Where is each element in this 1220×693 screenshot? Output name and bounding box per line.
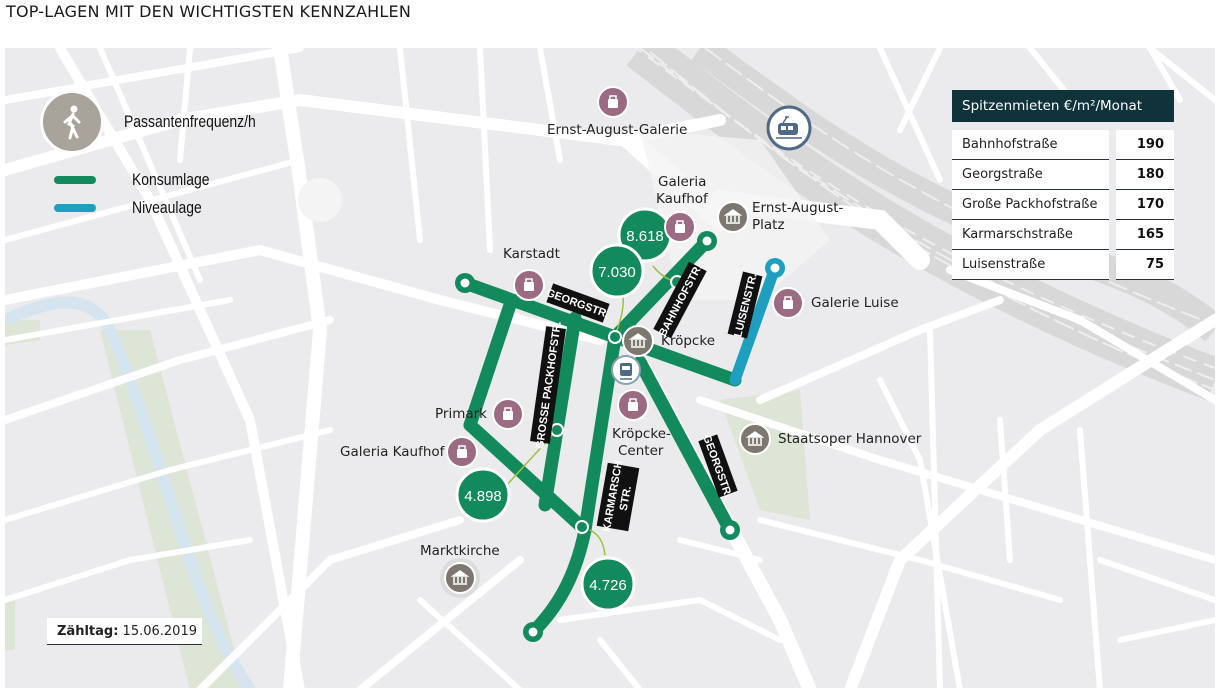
shopping-bag-icon <box>664 211 696 243</box>
rent-value: 165 <box>1116 220 1174 250</box>
poi-galerie-luise: Galerie Luise <box>811 295 899 311</box>
page-title: TOP-LAGEN MIT DEN WICHTIGSTEN KENNZAHLEN <box>6 2 412 21</box>
poi-ernst-august-platz-line1: Ernst-August- <box>752 200 844 216</box>
poi-staatsoper: Staatsoper Hannover <box>778 431 922 447</box>
pedestrian-icon <box>40 90 104 154</box>
line-endpoints <box>455 231 785 642</box>
konsumlage-swatch <box>54 176 96 184</box>
rent-table-header: Spitzenmieten €/m²/Monat <box>952 90 1174 122</box>
legend-konsumlage-label: Konsumlage <box>132 170 210 189</box>
prime-rent-table: Spitzenmieten €/m²/Monat Bahnhofstraße 1… <box>952 90 1174 280</box>
street-name: Karmarschstraße <box>952 220 1109 250</box>
frequency-value: 4.726 <box>589 577 627 594</box>
legend-pedestrian-label: Passantenfrequenz/h <box>124 112 256 131</box>
landmark-icons <box>440 201 771 598</box>
karmarschstrasse <box>526 330 622 639</box>
table-row: Georgstraße 180 <box>952 160 1174 190</box>
shop-icons <box>446 86 804 468</box>
shopping-bag-icon <box>772 287 804 319</box>
frequency-value: 7.030 <box>598 264 636 281</box>
poi-ernst-august-platz-line2: Platz <box>752 217 785 233</box>
church-icon <box>440 558 480 598</box>
shopping-bag-icon <box>446 436 478 468</box>
rent-value: 180 <box>1116 160 1174 190</box>
museum-icon <box>739 423 771 455</box>
museum-icon <box>717 201 749 233</box>
primark-street <box>463 298 592 537</box>
poi-kroepcke-center-line1: Kröpcke- <box>612 426 671 442</box>
shopping-bag-icon <box>492 398 524 430</box>
river <box>5 296 255 688</box>
svg-text:STR.: STR. <box>618 485 634 512</box>
luisenstrasse-line <box>729 262 781 386</box>
tram-stop-icon <box>611 355 641 385</box>
street-name: Große Packhofstraße <box>952 190 1109 220</box>
frequency-value: 8.618 <box>626 228 664 245</box>
poi-galeria-kaufhof-north-line2: Kaufhof <box>656 191 708 207</box>
rent-value: 190 <box>1116 130 1174 160</box>
street-name: Georgstraße <box>952 160 1109 190</box>
legend-niveaulage: Niveaulage <box>40 198 217 218</box>
count-date-value: 15.06.2019 <box>122 624 197 639</box>
frequency-bubbles: 8.618 7.030 4.898 4.726 <box>455 207 673 612</box>
legend-pedestrian-frequency: Passantenfrequenz/h <box>40 90 285 154</box>
poi-galeria-kaufhof-north-line1: Galeria <box>658 174 707 190</box>
roads <box>5 48 1215 688</box>
georgstrasse-south <box>633 355 737 537</box>
legend-konsumlage: Konsumlage <box>40 170 227 190</box>
table-row: Große Packhofstraße 170 <box>952 190 1174 220</box>
niveaulage-swatch <box>54 204 96 212</box>
poi-galeria-kaufhof-south: Galeria Kaufhof <box>340 444 445 460</box>
poi-ernst-august-galerie: Ernst-August-Galerie <box>547 122 688 138</box>
street-name: Luisenstraße <box>952 250 1109 280</box>
legend-niveaulage-label: Niveaulage <box>132 198 202 217</box>
train-station-icon <box>766 105 812 151</box>
shopping-bag-icon <box>597 86 629 118</box>
bahnhofstrasse <box>608 234 714 344</box>
poi-primark: Primark <box>435 406 487 422</box>
grosse-packhofstrasse <box>538 311 582 512</box>
count-date-label: Zähltag: <box>57 624 119 639</box>
table-row: Karmarschstraße 165 <box>952 220 1174 250</box>
poi-kroepcke: Kröpcke <box>661 333 715 349</box>
poi-karstadt: Karstadt <box>503 246 560 262</box>
transit-icons <box>611 105 812 385</box>
rent-value: 170 <box>1116 190 1174 220</box>
table-row: Bahnhofstraße 190 <box>952 130 1174 160</box>
georgstrasse-west <box>458 276 622 344</box>
museum-icon <box>622 325 654 357</box>
rent-value: 75 <box>1116 250 1174 280</box>
shopping-bag-icon <box>617 389 649 421</box>
street-name: Bahnhofstraße <box>952 130 1109 160</box>
shopping-bag-icon <box>513 269 545 301</box>
frequency-value: 4.898 <box>464 488 502 505</box>
count-date: Zähltag: 15.06.2019 <box>47 618 202 645</box>
poi-kroepcke-center-line2: Center <box>618 443 664 459</box>
table-row: Luisenstraße 75 <box>952 250 1174 280</box>
poi-marktkirche: Marktkirche <box>420 543 500 559</box>
